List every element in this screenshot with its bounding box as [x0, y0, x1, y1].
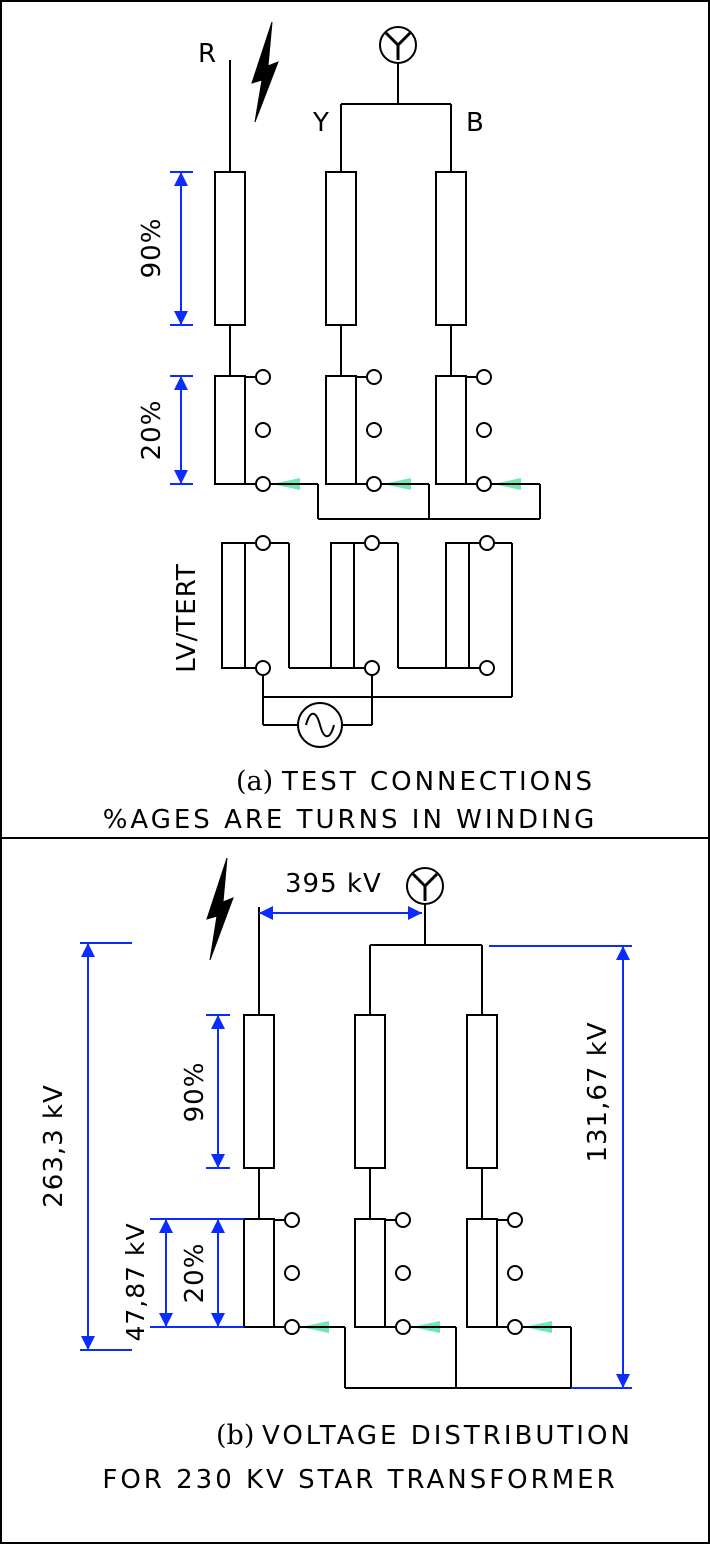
tap-terminal-icon: [507, 1265, 523, 1281]
panel-a: [214, 21, 541, 748]
phase-y-label: Y: [312, 108, 330, 138]
label-20-a: 20%: [137, 400, 167, 461]
tap-terminal-icon: [476, 369, 492, 385]
tap-terminal-icon: [366, 476, 382, 492]
caption-a-line1: TEST CONNECTIONS: [281, 767, 595, 797]
tap-terminal-icon: [395, 1265, 411, 1281]
tap-terminal-icon: [366, 422, 382, 438]
panel-a-dimensions: [170, 171, 193, 485]
label-lv-tert: LV/TERT: [172, 563, 202, 673]
lv-terminal-icon: [479, 535, 495, 551]
tap-winding-r-b: [243, 1218, 275, 1328]
lv-terminal-icon: [479, 660, 495, 676]
caption-a-letter: (a): [236, 766, 273, 797]
phase-r-label: R: [198, 39, 217, 69]
lv-terminal-icon: [255, 535, 271, 551]
hv-winding-r: [214, 171, 246, 326]
hv-winding-y-b: [354, 1014, 386, 1169]
tap-terminal-icon: [255, 369, 271, 385]
lv-terminal-icon: [255, 660, 271, 676]
tap-terminal-icon: [366, 369, 382, 385]
label-131: 131,67 kV: [583, 1021, 613, 1162]
hv-winding-r-b: [243, 1014, 275, 1169]
tap-terminal-icon: [284, 1319, 300, 1335]
tap-terminal-icon: [284, 1212, 300, 1228]
tap-terminal-icon: [255, 476, 271, 492]
panel-b: [206, 857, 572, 1389]
tap-terminal-icon: [284, 1265, 300, 1281]
tap-winding-b: [435, 375, 467, 485]
tap-terminal-icon: [476, 476, 492, 492]
label-90-a: 90%: [137, 218, 167, 279]
label-20-b: 20%: [180, 1243, 210, 1304]
label-47: 47,87 kV: [121, 1222, 150, 1341]
caption-b-line1: VOLTAGE DISTRIBUTION: [262, 1421, 633, 1451]
lv-winding-1: [221, 542, 246, 669]
label-395: 395 kV: [285, 869, 382, 899]
panel-b-dimensions: [80, 906, 632, 1389]
tap-winding-b-b: [466, 1218, 498, 1328]
lv-winding-2: [330, 542, 355, 669]
tap-winding-r: [214, 375, 246, 485]
lightning-icon: [206, 857, 234, 961]
tap-winding-y-b: [354, 1218, 386, 1328]
tap-terminal-icon: [507, 1212, 523, 1228]
caption-a-line2: %AGES ARE TURNS IN WINDING: [103, 805, 598, 835]
hv-winding-b: [435, 171, 467, 326]
lv-terminal-icon: [364, 535, 380, 551]
hv-winding-b-b: [466, 1014, 498, 1169]
caption-b-letter: (b): [216, 1420, 254, 1451]
lv-winding-3: [445, 542, 470, 669]
lightning-icon: [251, 21, 279, 123]
tap-winding-y: [325, 375, 357, 485]
tap-terminal-icon: [476, 422, 492, 438]
caption-b-line2: FOR 230 KV STAR TRANSFORMER: [102, 1465, 617, 1495]
lv-terminal-icon: [364, 660, 380, 676]
label-90-b: 90%: [180, 1062, 210, 1123]
tap-terminal-icon: [255, 422, 271, 438]
label-263: 263,3 kV: [39, 1084, 69, 1208]
tap-terminal-icon: [395, 1319, 411, 1335]
phase-b-label: B: [466, 108, 485, 138]
hv-winding-y: [325, 171, 357, 326]
tap-terminal-icon: [395, 1212, 411, 1228]
tap-terminal-icon: [507, 1319, 523, 1335]
